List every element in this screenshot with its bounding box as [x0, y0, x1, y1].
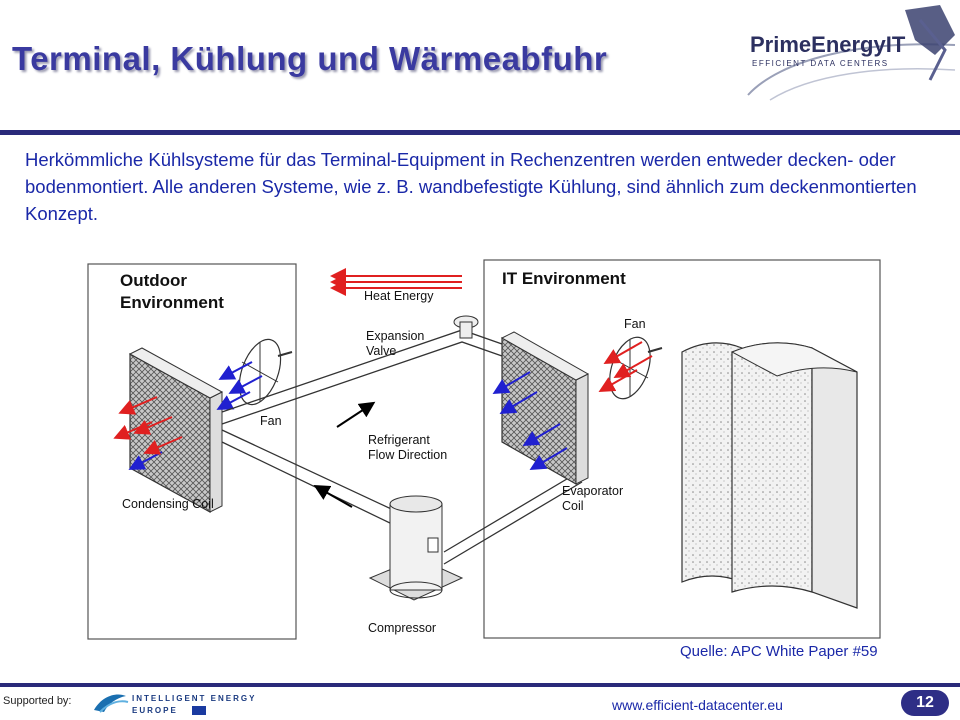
compressor	[368, 495, 464, 601]
it-environment-label: IT Environment	[502, 269, 626, 288]
supported-by-label: Supported by:	[3, 695, 72, 707]
title-rule	[0, 130, 960, 135]
iee-line1: INTELLIGENT ENERGY	[132, 694, 256, 703]
condensing-coil-label: Condensing Coil	[122, 497, 214, 511]
heat-energy-arrows	[330, 268, 462, 296]
cooling-diagram: Outdoor Environment IT Environment Heat …	[87, 259, 881, 640]
body-paragraph: Herkömmliche Kühlsysteme für das Termina…	[25, 149, 917, 224]
source-citation: Quelle: APC White Paper #59	[680, 643, 878, 660]
right-blue-arrows	[492, 371, 568, 471]
intelligent-energy-europe-logo: INTELLIGENT ENERGY EUROPE	[94, 694, 256, 715]
outdoor-label-line2: Environment	[120, 293, 224, 312]
right-red-arrows	[598, 341, 653, 392]
eu-flag-icon	[192, 706, 206, 715]
expansion-valve	[453, 315, 479, 339]
expansion-label-line2: Valve	[366, 344, 396, 358]
page-number-badge: 12	[901, 690, 949, 716]
flow-arrow-lower	[313, 485, 353, 508]
outdoor-label-line1: Outdoor	[120, 271, 187, 290]
evaporator-label-line1: Evaporator	[562, 484, 623, 498]
expansion-label-line1: Expansion	[366, 329, 424, 343]
logo-wordmark: PrimeEnergyIT	[750, 32, 906, 57]
left-fan-label: Fan	[260, 414, 282, 428]
refrigerant-label-line1: Refrigerant	[368, 433, 430, 447]
flow-arrow-upper	[336, 401, 376, 428]
iee-line2: EUROPE	[132, 706, 178, 715]
primeenergyit-logo: PrimeEnergyIT EFFICIENT DATA CENTERS	[747, 5, 956, 101]
server-racks	[681, 342, 858, 609]
evaporator-label-line2: Coil	[562, 499, 584, 513]
compressor-label: Compressor	[368, 621, 436, 635]
right-fan-label: Fan	[624, 317, 646, 331]
website-url[interactable]: www.efficient-datacenter.eu	[612, 697, 783, 713]
refrigerant-label-line2: Flow Direction	[368, 448, 447, 462]
left-red-arrows	[113, 396, 183, 455]
left-blue-arrows	[128, 361, 263, 470]
heat-energy-label: Heat Energy	[364, 289, 434, 303]
logo-tagline: EFFICIENT DATA CENTERS	[752, 59, 889, 68]
footer-rule	[0, 683, 960, 687]
slide-title: Terminal, Kühlung und Wärmeabfuhr	[12, 40, 608, 77]
